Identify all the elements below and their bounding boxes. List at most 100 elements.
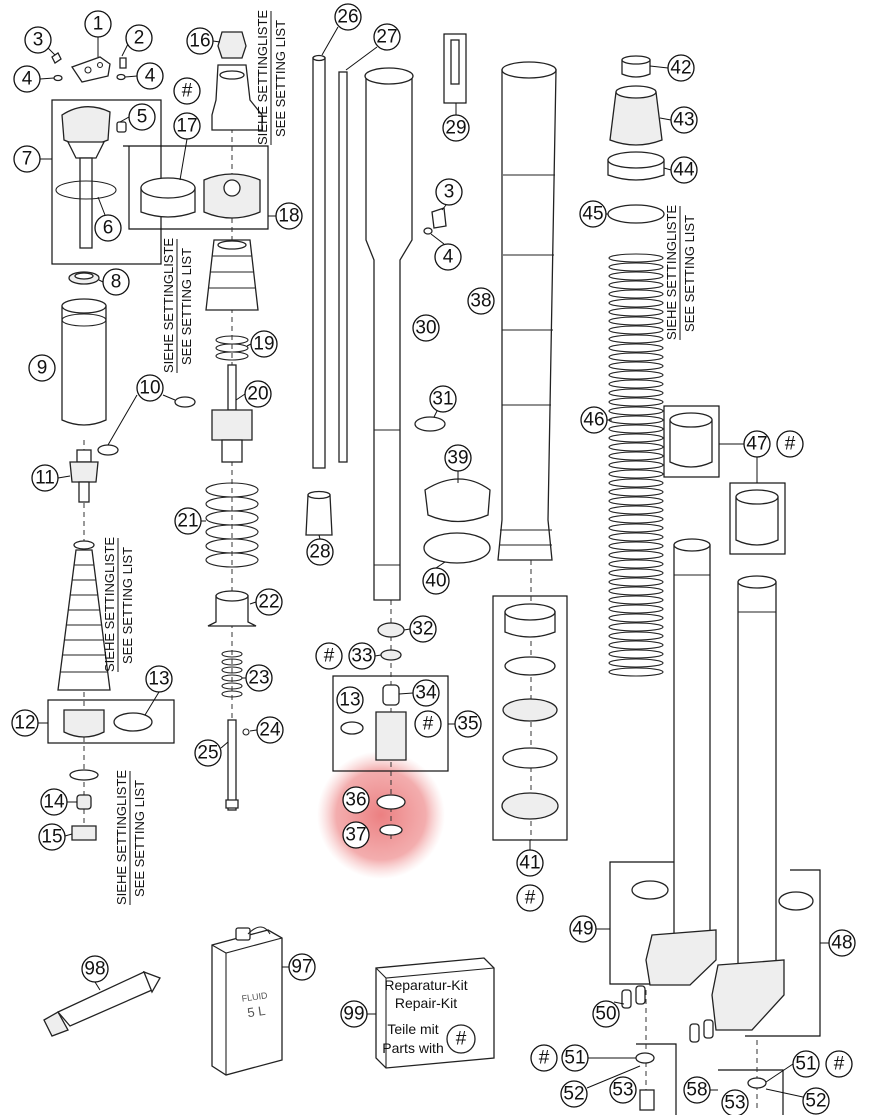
part-callout-51: 51 xyxy=(561,1044,589,1072)
spring-coil xyxy=(608,424,664,434)
kit-symbol: # xyxy=(456,1029,467,1050)
callout-number: 52 xyxy=(805,1091,826,1112)
part-callout-98: 98 xyxy=(81,955,109,983)
setting-label-de: SIEHE SETTINGLISTE xyxy=(664,205,679,340)
setting-label-en: SEE SETTING LIST xyxy=(120,547,135,664)
spring-coil xyxy=(608,415,664,425)
spring-coil xyxy=(608,586,664,596)
centre-left-parts xyxy=(140,31,263,811)
left-column-parts xyxy=(51,52,196,841)
part-callout-13: 13 xyxy=(145,665,173,693)
part-callout-27: 27 xyxy=(373,23,401,51)
callout-number: 16 xyxy=(189,31,210,52)
callout-number: # xyxy=(785,434,796,455)
repair-kit-box: Reparatur-Kit Repair-Kit Teile mit Parts… xyxy=(375,957,495,1069)
setting-label-de: SIEHE SETTINGLISTE xyxy=(161,238,176,373)
part-callout-10: 10 xyxy=(136,374,164,402)
kit-marker-callout: # xyxy=(414,710,442,738)
part-callout-50: 50 xyxy=(592,1000,620,1028)
callout-number: 44 xyxy=(673,160,695,181)
callout-number: 40 xyxy=(425,571,446,592)
spring-coil xyxy=(608,658,664,668)
spring-coil xyxy=(608,523,664,533)
callout-number: 34 xyxy=(415,683,437,704)
callout-number: 11 xyxy=(35,468,55,489)
callout-number: 27 xyxy=(376,27,397,48)
kit-line1: Reparatur-Kit xyxy=(384,977,467,993)
callout-number: 97 xyxy=(291,957,312,978)
callout-number: 5 xyxy=(137,107,148,128)
spring-coil xyxy=(608,595,664,605)
spring-coil xyxy=(608,370,664,380)
part-callout-7: 7 xyxy=(13,145,41,173)
spring-coil xyxy=(608,442,664,452)
callout-number: 98 xyxy=(84,959,105,980)
setting-label-en: SEE SETTING LIST xyxy=(682,215,697,332)
can-volume: 5 L xyxy=(246,1003,266,1020)
callout-number: 13 xyxy=(148,669,169,690)
callout-number: 4 xyxy=(145,66,156,87)
spring-coil xyxy=(608,568,664,578)
kit-marker-callout: # xyxy=(173,77,201,105)
part-callout-22: 22 xyxy=(255,588,283,616)
callout-number: 3 xyxy=(33,30,44,51)
spring-coil xyxy=(608,604,664,614)
spring-coil xyxy=(608,469,664,479)
setting-label-de: SIEHE SETTINGLISTE xyxy=(255,10,270,145)
part-callout-58: 58 xyxy=(683,1076,711,1104)
spring-coil xyxy=(608,496,664,506)
callout-number: 51 xyxy=(795,1054,816,1075)
part-callout-49: 49 xyxy=(569,915,597,943)
spring-coil xyxy=(608,271,664,281)
kit-line3: Teile mit xyxy=(387,1021,438,1037)
kit-line2: Repair-Kit xyxy=(395,995,457,1011)
spring-coil xyxy=(608,352,664,362)
callout-number: 39 xyxy=(447,448,468,469)
spring-coil xyxy=(608,334,664,344)
callout-number: 4 xyxy=(22,69,33,90)
part-callout-20: 20 xyxy=(244,380,272,408)
callout-number: 37 xyxy=(345,825,366,846)
spring-coil xyxy=(608,559,664,569)
spring-coil xyxy=(608,451,664,461)
part-callout-5: 5 xyxy=(128,103,156,131)
spring-coil xyxy=(608,541,664,551)
part-callout-51: 51 xyxy=(792,1050,820,1078)
kit-line4: Parts with xyxy=(382,1040,443,1056)
part-callout-8: 8 xyxy=(102,268,130,296)
spring-coil xyxy=(608,433,664,443)
callout-number: 18 xyxy=(278,206,299,227)
callout-number: 25 xyxy=(197,743,218,764)
callout-number: 23 xyxy=(248,668,269,689)
callout-number: 10 xyxy=(139,378,160,399)
part-callout-33: 33 xyxy=(348,642,376,670)
part-callout-25: 25 xyxy=(194,739,222,767)
spring-coil xyxy=(608,253,664,263)
part-callout-36: 36 xyxy=(342,786,370,814)
part-callout-29: 29 xyxy=(442,114,470,142)
part-callout-14: 14 xyxy=(40,788,68,816)
part-callout-15: 15 xyxy=(38,823,66,851)
callout-number: 13 xyxy=(339,690,360,711)
setting-label-en: SEE SETTING LIST xyxy=(132,780,147,897)
part-callout-34: 34 xyxy=(412,679,440,707)
spring-coil xyxy=(608,631,664,641)
callout-number: 15 xyxy=(41,827,62,848)
part-callout-12: 12 xyxy=(11,709,39,737)
callout-number: # xyxy=(182,81,193,102)
callout-number: 20 xyxy=(247,384,268,405)
spring-coil xyxy=(608,577,664,587)
callout-number: 30 xyxy=(415,318,436,339)
part-callout-42: 42 xyxy=(667,54,695,82)
part-callout-13: 13 xyxy=(336,686,364,714)
part-callout-6: 6 xyxy=(94,214,122,242)
spring-coil xyxy=(608,622,664,632)
callout-number: 22 xyxy=(258,592,279,613)
callout-number: 47 xyxy=(746,434,767,455)
callout-number: 26 xyxy=(337,7,358,28)
part-callout-30: 30 xyxy=(412,314,440,342)
